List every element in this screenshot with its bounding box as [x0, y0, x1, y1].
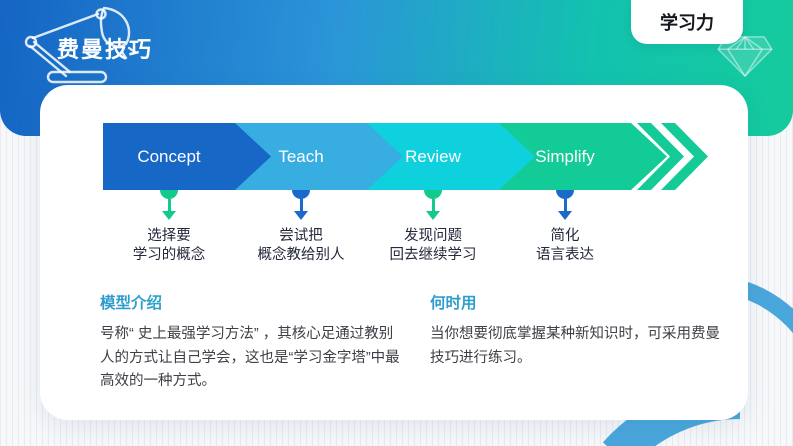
tail-chevron-icon	[661, 123, 708, 190]
section-body: 号称“ 史上最强学习方法” ，其核心足通过教别人的方式让自己学会，这也是“学习金…	[100, 326, 400, 389]
desc-line: 尝试把	[279, 228, 323, 244]
section-heading: 何时用	[430, 291, 732, 313]
section-model-intro: 模型介绍 号称“ 史上最强学习方法” ，其核心足通过教别人的方式让自己学会，这也…	[100, 291, 402, 394]
page-title: 费曼技巧	[57, 37, 154, 62]
desc-line: 学习的概念	[132, 246, 206, 263]
flow-descriptions: 选择要 学习的概念 尝试把 概念教给别人 发现问题 回去	[103, 181, 631, 264]
desc-line: 回去继续学习	[389, 246, 477, 263]
corner-badge: 学习力	[631, 0, 743, 44]
desc-line: 简化	[550, 228, 580, 244]
desc-line: 概念教给别人	[257, 246, 345, 263]
process-flow: Concept Teach Review Simplify	[103, 123, 667, 190]
section-heading: 模型介绍	[100, 291, 402, 313]
section-body: 当你想要彻底掌握某种新知识时，可采用费曼技巧进行练习。	[430, 326, 720, 366]
flow-step-concept: Concept	[103, 123, 271, 190]
flow-desc-concept: 选择要 学习的概念	[103, 181, 235, 264]
desc-line: 语言表达	[536, 246, 594, 263]
desc-line: 发现问题	[404, 228, 462, 244]
flow-step-label: Teach	[278, 146, 324, 166]
content-card: Concept Teach Review Simplify 选择要 学习的概念	[40, 85, 748, 420]
flow-step-label: Simplify	[535, 146, 595, 166]
flow-desc-teach: 尝试把 概念教给别人	[235, 181, 367, 264]
flow-desc-simplify: 简化 语言表达	[499, 181, 631, 264]
section-when-to-use: 何时用 当你想要彻底掌握某种新知识时，可采用费曼技巧进行练习。	[430, 291, 732, 370]
corner-badge-label: 学习力	[660, 13, 714, 33]
flow-desc-review: 发现问题 回去继续学习	[367, 181, 499, 264]
flow-step-label: Concept	[137, 146, 201, 166]
flow-step-label: Review	[405, 146, 461, 166]
diamond-icon	[717, 36, 773, 77]
desk-lamp-icon	[24, 6, 137, 84]
desc-line: 选择要	[147, 228, 191, 244]
